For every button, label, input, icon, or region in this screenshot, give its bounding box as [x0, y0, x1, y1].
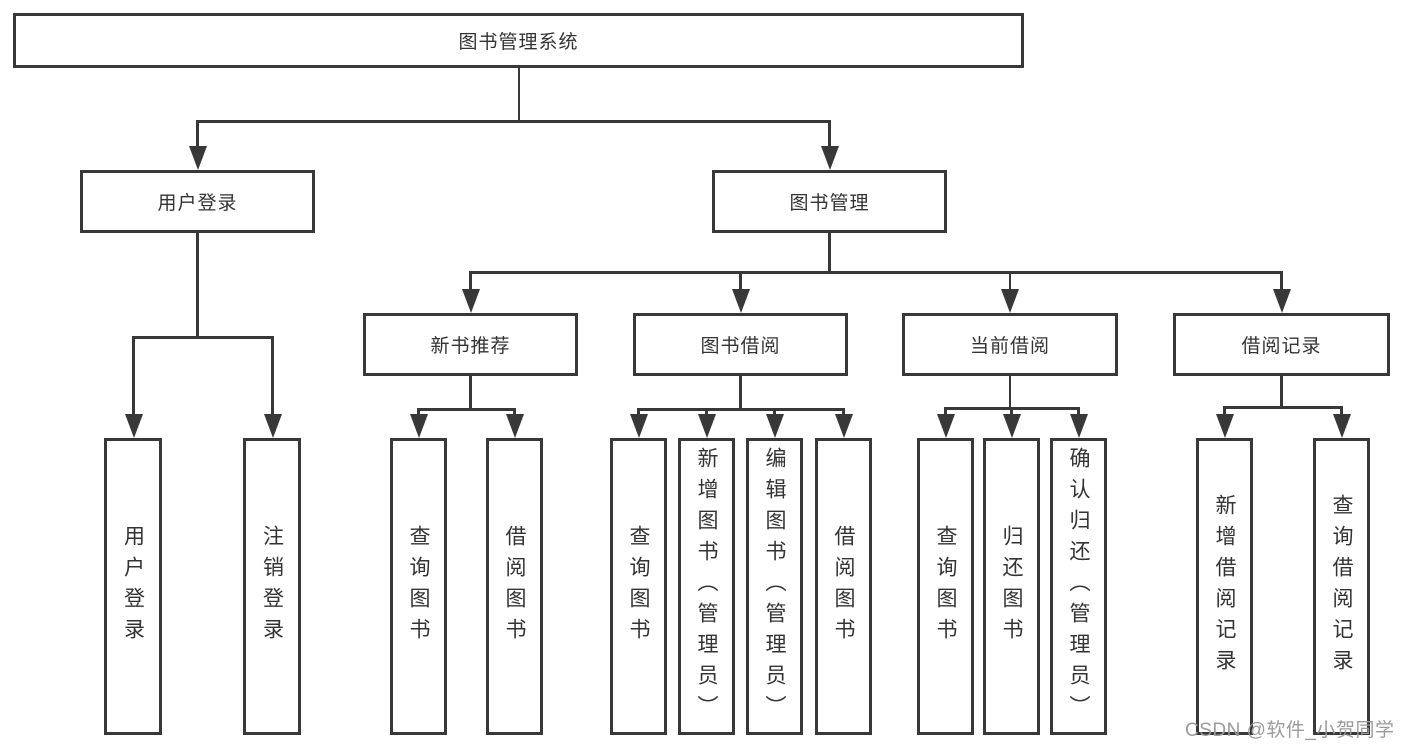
node-label: 图书管理系统 [458, 32, 579, 53]
leaf-confirm-return-admin: 确认归还（管理员） [1050, 438, 1107, 735]
leaf-label: 归还图书 [1000, 524, 1023, 649]
leaf-label: 新增图书（管理员） [695, 447, 718, 726]
connector-line [828, 120, 831, 150]
arrowhead-down-icon [731, 289, 750, 313]
node-library-management-system: 图书管理系统 [13, 13, 1024, 68]
node-current-borrow: 当前借阅 [902, 313, 1118, 376]
leaf-return-books: 归还图书 [983, 438, 1040, 735]
connector-line [638, 408, 844, 411]
leaf-label: 注销登录 [260, 524, 284, 649]
connector-line [517, 68, 521, 120]
leaf-label: 确认归还（管理员） [1067, 447, 1090, 726]
csdn-watermark: CSDN @软件_小贺同学 [1185, 720, 1395, 741]
arrowhead-down-icon [1272, 289, 1291, 313]
node-label: 图书管理 [789, 193, 870, 214]
leaf-query-borrow-record: 查询借阅记录 [1313, 438, 1370, 735]
leaf-edit-books-admin: 编辑图书（管理员） [746, 438, 803, 735]
connector-line [470, 271, 1282, 274]
connector-line [418, 408, 515, 411]
node-user-login: 用户登录 [80, 170, 315, 233]
connector-line [469, 376, 472, 408]
arrowhead-down-icon [629, 414, 648, 438]
leaf-user-login: 用户登录 [104, 438, 162, 735]
node-label: 图书借阅 [700, 336, 781, 357]
connector-line [1008, 271, 1012, 295]
connector-line [739, 271, 742, 295]
node-borrow-record: 借阅记录 [1173, 313, 1390, 376]
leaf-borrow-books-recommend: 借阅图书 [486, 438, 543, 735]
connector-line [196, 233, 199, 336]
connector-line [1280, 271, 1283, 295]
arrowhead-down-icon [765, 414, 784, 438]
leaf-query-books-borrow: 查询图书 [610, 438, 667, 735]
connector-line [1077, 407, 1080, 420]
connector-line [469, 271, 472, 295]
node-new-book-recommend: 新书推荐 [363, 313, 578, 376]
leaf-label: 查询图书 [934, 524, 957, 649]
arrowhead-down-icon [834, 414, 853, 438]
node-label: 用户登录 [157, 193, 238, 214]
connector-line [133, 336, 273, 339]
connector-line [197, 120, 830, 123]
node-book-management: 图书管理 [712, 170, 947, 233]
connector-line [828, 233, 831, 271]
node-label: 新书推荐 [430, 336, 511, 357]
arrowhead-down-icon [505, 414, 524, 438]
leaf-logout: 注销登录 [243, 438, 301, 735]
arrowhead-down-icon [188, 146, 207, 170]
leaf-add-borrow-record: 新增借阅记录 [1196, 438, 1253, 735]
connector-line [132, 336, 135, 420]
connector-line [1223, 406, 1226, 420]
connector-line [1280, 376, 1283, 406]
node-label: 借阅记录 [1241, 336, 1322, 357]
arrowhead-down-icon [263, 414, 282, 438]
leaf-label: 借阅图书 [832, 524, 855, 649]
connector-line [1008, 376, 1012, 407]
arrowhead-down-icon [124, 414, 143, 438]
leaf-label: 查询借阅记录 [1330, 493, 1353, 680]
arrowhead-down-icon [1332, 414, 1351, 438]
connector-line [944, 407, 947, 420]
arrowhead-down-icon [1001, 289, 1019, 313]
leaf-label: 查询图书 [407, 524, 430, 649]
arrowhead-down-icon [409, 414, 428, 438]
leaf-label: 用户登录 [121, 524, 145, 649]
leaf-label: 编辑图书（管理员） [763, 447, 786, 726]
leaf-label: 借阅图书 [503, 524, 526, 649]
connector-line [271, 336, 274, 420]
connector-line [1340, 406, 1343, 420]
arrowhead-down-icon [1215, 414, 1234, 438]
leaf-label: 新增借阅记录 [1213, 493, 1236, 680]
arrowhead-down-icon [936, 414, 955, 438]
leaf-label: 查询图书 [627, 524, 650, 649]
node-label: 当前借阅 [969, 336, 1050, 357]
connector-line [1224, 406, 1342, 409]
connector-line [739, 376, 742, 408]
arrowhead-down-icon [1069, 414, 1088, 438]
arrowhead-down-icon [697, 414, 716, 438]
leaf-query-books-recommend: 查询图书 [390, 438, 447, 735]
arrowhead-down-icon [820, 146, 839, 170]
leaf-add-books-admin: 新增图书（管理员） [678, 438, 735, 735]
connector-line [1010, 407, 1013, 420]
node-book-borrow: 图书借阅 [633, 313, 848, 376]
connector-line [196, 120, 199, 150]
leaf-query-books-current: 查询图书 [917, 438, 974, 735]
arrowhead-down-icon [1002, 414, 1021, 438]
arrowhead-down-icon [461, 289, 480, 313]
leaf-borrow-books: 借阅图书 [815, 438, 872, 735]
